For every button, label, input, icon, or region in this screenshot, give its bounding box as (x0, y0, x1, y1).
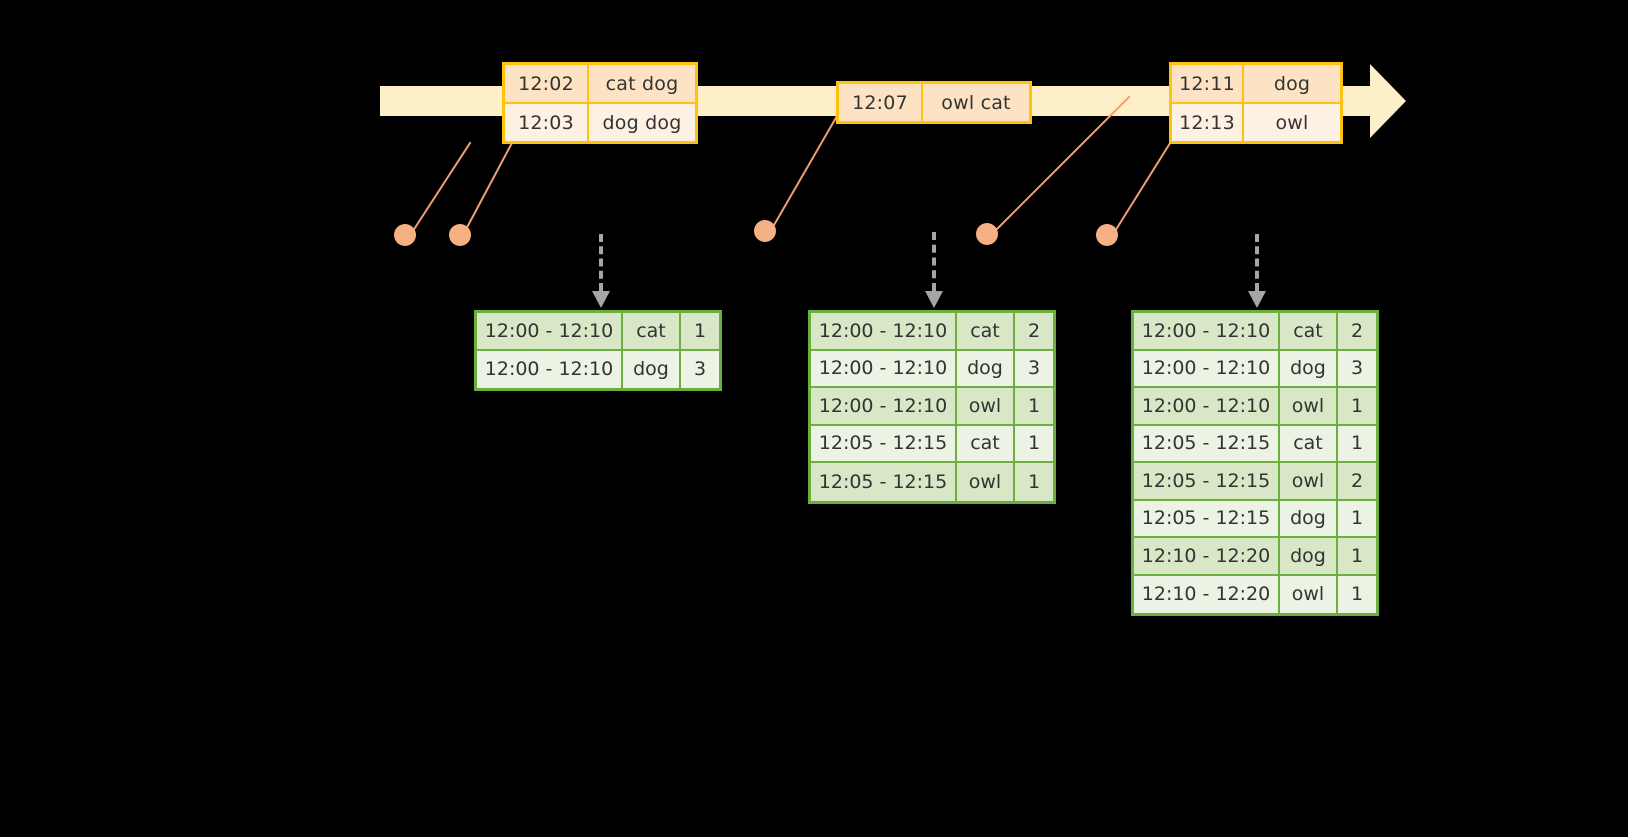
window-cell: 12:00 - 12:10 (811, 388, 957, 426)
event-payload: dog (1244, 65, 1340, 102)
key-cell: owl (957, 463, 1015, 501)
window-cell: 12:00 - 12:10 (1134, 350, 1280, 388)
count-cell: 2 (1015, 313, 1053, 351)
connector-dot-3 (754, 220, 776, 242)
count-cell: 1 (1015, 388, 1053, 426)
flow-arrow-1 (592, 234, 610, 308)
key-cell: cat (623, 313, 681, 351)
flow-arrow-2 (925, 232, 943, 308)
count-cell: 3 (1015, 350, 1053, 388)
event-payload: cat dog (589, 65, 695, 102)
event-box-1: 12:02 cat dog 12:03 dog dog (502, 62, 698, 144)
event-time: 12:13 (1172, 104, 1244, 141)
key-cell: owl (1280, 575, 1338, 613)
key-cell: dog (1280, 350, 1338, 388)
table-row: 12:00 - 12:10 cat 2 (811, 313, 1053, 351)
count-cell: 1 (1015, 425, 1053, 463)
table-row: 12:00 - 12:10 owl 1 (1134, 388, 1376, 426)
table-row: 12:05 - 12:15 cat 1 (811, 425, 1053, 463)
table-row: 12:05 - 12:15 owl 2 (1134, 463, 1376, 501)
key-cell: cat (957, 313, 1015, 351)
key-cell: owl (957, 388, 1015, 426)
event-payload: owl (1244, 104, 1340, 141)
window-cell: 12:05 - 12:15 (1134, 500, 1280, 538)
event-time: 12:02 (505, 65, 589, 102)
count-cell: 1 (1338, 538, 1376, 576)
event-row: 12:13 owl (1172, 102, 1340, 141)
key-cell: dog (1280, 538, 1338, 576)
table-row: 12:05 - 12:15 dog 1 (1134, 500, 1376, 538)
connector-dot-1 (394, 224, 416, 246)
event-row: 12:02 cat dog (505, 65, 695, 102)
event-time: 12:07 (839, 84, 923, 121)
event-row: 12:03 dog dog (505, 102, 695, 141)
result-table-1: 12:00 - 12:10 cat 1 12:00 - 12:10 dog 3 (474, 310, 722, 391)
count-cell: 1 (681, 313, 719, 351)
event-payload: dog dog (589, 104, 695, 141)
window-cell: 12:05 - 12:15 (1134, 463, 1280, 501)
table-row: 12:00 - 12:10 dog 3 (477, 350, 719, 388)
window-cell: 12:10 - 12:20 (1134, 575, 1280, 613)
count-cell: 2 (1338, 463, 1376, 501)
window-cell: 12:00 - 12:10 (477, 350, 623, 388)
window-cell: 12:00 - 12:10 (811, 350, 957, 388)
key-cell: owl (1280, 388, 1338, 426)
key-cell: dog (1280, 500, 1338, 538)
count-cell: 2 (1338, 313, 1376, 351)
key-cell: cat (1280, 313, 1338, 351)
table-row: 12:00 - 12:10 cat 2 (1134, 313, 1376, 351)
table-row: 12:00 - 12:10 cat 1 (477, 313, 719, 351)
connector-dot-2 (449, 224, 471, 246)
event-payload: owl cat (923, 84, 1029, 121)
event-time: 12:11 (1172, 65, 1244, 102)
count-cell: 1 (1015, 463, 1053, 501)
window-cell: 12:10 - 12:20 (1134, 538, 1280, 576)
connector-dot-5 (1096, 224, 1118, 246)
result-table-2: 12:00 - 12:10 cat 2 12:00 - 12:10 dog 3 … (808, 310, 1056, 504)
count-cell: 3 (1338, 350, 1376, 388)
table-row: 12:10 - 12:20 dog 1 (1134, 538, 1376, 576)
key-cell: owl (1280, 463, 1338, 501)
table-row: 12:05 - 12:15 cat 1 (1134, 425, 1376, 463)
table-row: 12:10 - 12:20 owl 1 (1134, 575, 1376, 613)
count-cell: 3 (681, 350, 719, 388)
event-time: 12:03 (505, 104, 589, 141)
flow-arrow-3 (1248, 234, 1266, 308)
window-cell: 12:00 - 12:10 (477, 313, 623, 351)
connector-line-1 (408, 141, 472, 238)
connector-dot-4 (976, 223, 998, 245)
event-box-2: 12:07 owl cat (836, 81, 1032, 124)
table-row: 12:00 - 12:10 dog 3 (1134, 350, 1376, 388)
window-cell: 12:05 - 12:15 (811, 463, 957, 501)
event-box-3: 12:11 dog 12:13 owl (1169, 62, 1343, 144)
connector-line-3 (769, 114, 839, 233)
event-row: 12:11 dog (1172, 65, 1340, 102)
count-cell: 1 (1338, 425, 1376, 463)
count-cell: 1 (1338, 575, 1376, 613)
key-cell: dog (957, 350, 1015, 388)
window-cell: 12:05 - 12:15 (811, 425, 957, 463)
window-cell: 12:00 - 12:10 (811, 313, 957, 351)
table-row: 12:05 - 12:15 owl 1 (811, 463, 1053, 501)
key-cell: cat (957, 425, 1015, 463)
result-table-3: 12:00 - 12:10 cat 2 12:00 - 12:10 dog 3 … (1131, 310, 1379, 616)
window-cell: 12:00 - 12:10 (1134, 313, 1280, 351)
count-cell: 1 (1338, 388, 1376, 426)
key-cell: cat (1280, 425, 1338, 463)
key-cell: dog (623, 350, 681, 388)
table-row: 12:00 - 12:10 owl 1 (811, 388, 1053, 426)
event-row: 12:07 owl cat (839, 84, 1029, 121)
table-row: 12:00 - 12:10 dog 3 (811, 350, 1053, 388)
window-cell: 12:05 - 12:15 (1134, 425, 1280, 463)
timeline-arrow-head (1370, 64, 1406, 138)
count-cell: 1 (1338, 500, 1376, 538)
window-cell: 12:00 - 12:10 (1134, 388, 1280, 426)
connector-line-2 (462, 134, 517, 236)
